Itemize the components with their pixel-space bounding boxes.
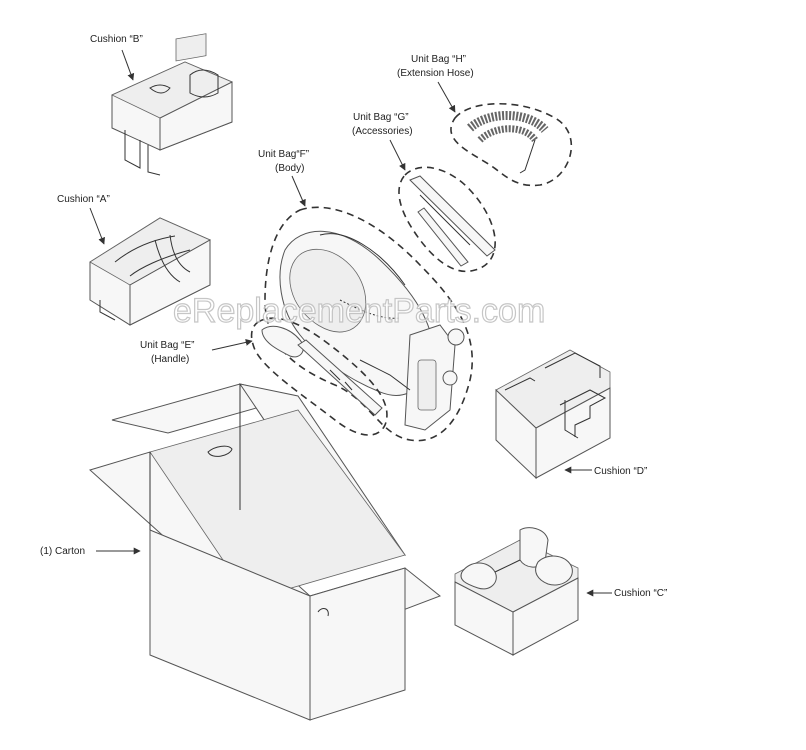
bag-g-label-line2: (Accessories) [352,126,413,137]
bag-h-label-line2: (Extension Hose) [397,68,474,79]
cushion-b-label: Cushion “B” [90,34,143,45]
cushion-a-label: Cushion “A” [57,194,110,205]
extension-hose-part [466,111,549,174]
bag-f-outline [264,206,473,442]
carton-part [89,383,441,721]
cushion-a-leader [89,207,105,245]
bag-f-label-line1: Unit Bag“F” [258,149,309,160]
bag-g-outline [398,166,496,273]
cushion-b-leader [121,49,135,81]
watermark-text: eReplacementParts.com [173,292,545,330]
bag-f-label-line2: (Body) [275,163,304,174]
bag-e-outline [250,317,388,436]
bag-h-outline [450,103,573,187]
cushion-d-part [495,349,611,480]
bag-e-label-line1: Unit Bag “E” [140,340,194,351]
cushion-b-part [111,33,233,176]
bag-e-leader [211,338,253,351]
accessories-part [409,175,496,267]
cushion-c-label: Cushion “C” [614,588,667,599]
cushion-c-part [454,527,579,656]
bag-g-leader [389,139,406,171]
bag-h-label-line1: Unit Bag “H” [411,54,466,65]
bag-e-label-line2: (Handle) [151,354,189,365]
bag-h-leader [437,81,456,113]
cushion-d-label: Cushion “D” [594,466,647,477]
carton-label: (1) Carton [40,546,85,557]
bag-g-label-line1: Unit Bag “G” [353,112,409,123]
bag-f-leader [291,175,306,207]
cushion-a-part [89,217,211,326]
handle-part [261,325,383,416]
vacuum-body-part [279,230,465,431]
